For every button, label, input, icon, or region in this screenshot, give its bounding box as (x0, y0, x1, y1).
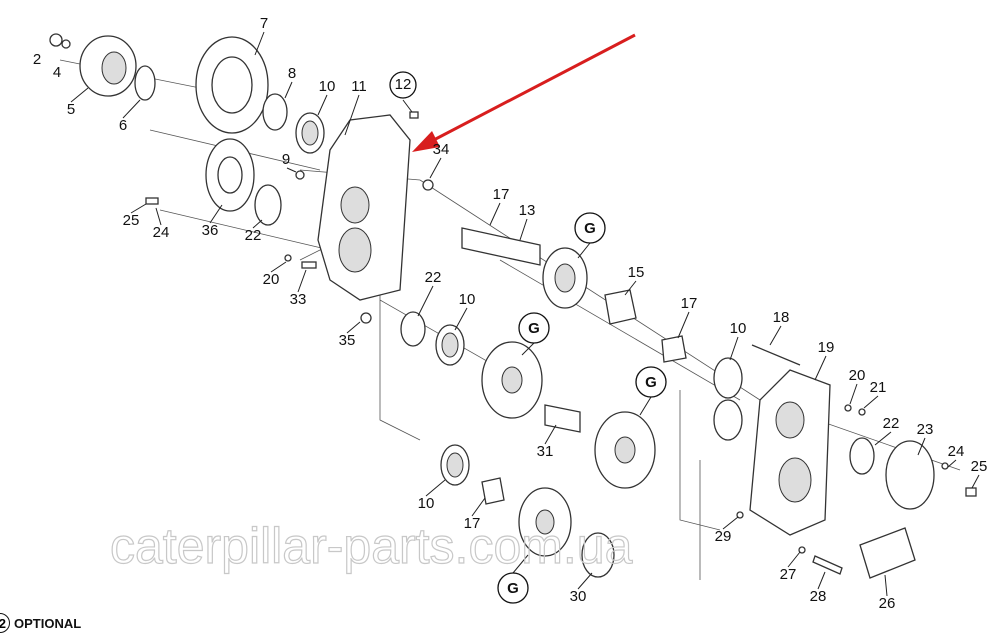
callout: G (584, 220, 596, 237)
watermark: caterpillar-parts.com.ua (110, 518, 633, 574)
callout: 22 (245, 227, 262, 244)
optional-callout-circle (389, 71, 417, 99)
callout: 31 (537, 443, 554, 460)
callout: 18 (773, 309, 790, 326)
callout: 17 (464, 515, 481, 532)
callout-circle-g (518, 312, 550, 344)
callout: 10 (730, 320, 747, 337)
callout: 13 (519, 202, 536, 219)
callout: 8 (288, 65, 296, 82)
callout-labels: 2 4 5 6 7 8 10 11 12 9 34 25 24 36 22 20… (33, 15, 988, 612)
legend-label: OPTIONAL (14, 615, 82, 631)
callout-circle-g (635, 366, 667, 398)
callout-circle-g (574, 212, 606, 244)
callout: 10 (459, 291, 476, 308)
callout: 34 (433, 141, 450, 158)
legend-symbol: 2 (0, 613, 10, 633)
callout: 22 (883, 415, 900, 432)
callout: 20 (849, 367, 866, 384)
callout: 25 (971, 458, 988, 475)
callout: 35 (339, 332, 356, 349)
part-shapes (49, 33, 977, 579)
callout: 5 (67, 101, 75, 118)
callout: 24 (948, 443, 965, 460)
callout: 9 (282, 151, 290, 168)
callout: 15 (628, 264, 645, 281)
callout: 20 (263, 271, 280, 288)
legend-optional: 2 OPTIONAL (0, 613, 81, 633)
callout: 7 (260, 15, 268, 32)
callout: 22 (425, 269, 442, 286)
callout: 36 (202, 222, 219, 239)
callout: 17 (681, 295, 698, 312)
callout: 10 (418, 495, 435, 512)
callout: 21 (870, 379, 887, 396)
callout: 26 (879, 595, 896, 612)
callout: 25 (123, 212, 140, 229)
callout: 6 (119, 117, 127, 134)
callout: 19 (818, 339, 835, 356)
callout: 30 (570, 588, 587, 605)
callout: 29 (715, 528, 732, 545)
callout: 12 (395, 76, 412, 93)
callout: 4 (53, 64, 61, 81)
callout: 2 (33, 51, 41, 68)
callout: 23 (917, 421, 934, 438)
callout: G (645, 374, 657, 391)
callout: G (528, 320, 540, 337)
callout: G (507, 580, 519, 597)
callout: 27 (780, 566, 797, 583)
callout: 17 (493, 186, 510, 203)
callout: 33 (290, 291, 307, 308)
callout: 24 (153, 224, 170, 241)
callout: 10 (319, 78, 336, 95)
red-pointer-arrow (412, 33, 636, 152)
callout: 11 (351, 78, 367, 95)
callout: 28 (810, 588, 827, 605)
callout-circle-g (497, 572, 529, 604)
